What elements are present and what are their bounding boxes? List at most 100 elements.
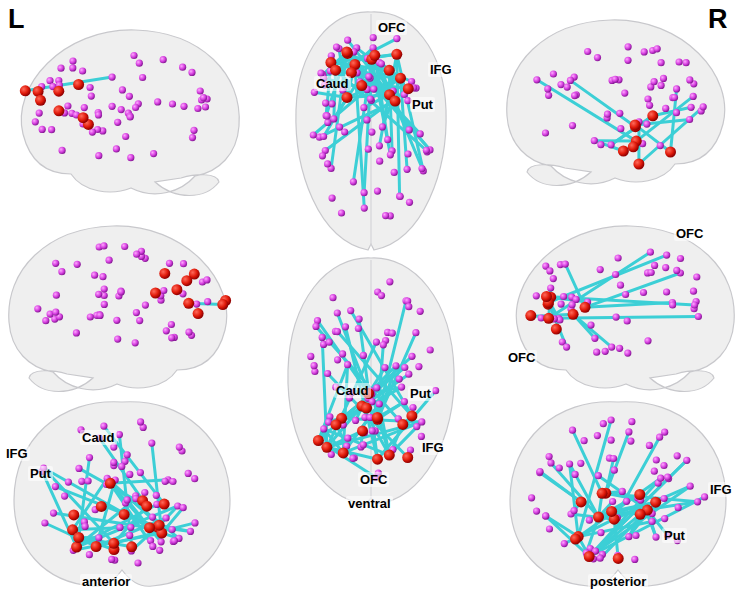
roi-node (78, 478, 85, 485)
roi-node-red (119, 509, 130, 520)
roi-node-red (618, 146, 629, 157)
roi-node-red (635, 509, 646, 520)
roi-node (370, 86, 377, 93)
connectivity-line (351, 311, 412, 416)
roi-node (106, 257, 113, 264)
roi-node (185, 470, 192, 477)
roi-node (180, 103, 187, 110)
roi-node (113, 317, 120, 324)
roi-node (39, 126, 46, 133)
roi-node (373, 384, 380, 391)
roi-node (616, 110, 623, 117)
ventral-brain (288, 258, 454, 504)
roi-node (379, 123, 386, 130)
roi-node (663, 288, 670, 295)
roi-node (342, 323, 349, 330)
roi-node (691, 301, 698, 308)
connectivity-line (77, 499, 136, 547)
roi-node (116, 431, 123, 438)
roi-node-red (633, 159, 644, 170)
roi-node (690, 288, 697, 295)
roi-node (91, 272, 98, 279)
roi-node (688, 104, 695, 111)
roi-node (200, 94, 207, 101)
roi-node (324, 370, 331, 377)
roi-node (148, 440, 155, 447)
roi-node (389, 330, 396, 337)
roi-node (52, 260, 59, 267)
roi-node (370, 34, 377, 41)
roi-node (380, 341, 387, 348)
roi-node (180, 504, 187, 511)
roi-node (109, 74, 116, 81)
roi-node-red (647, 110, 658, 121)
roi-node (644, 337, 651, 344)
roi-node (176, 444, 183, 451)
roi-node-red (171, 284, 182, 295)
roi-node (338, 209, 345, 216)
roi-node (374, 188, 381, 195)
roi-node-red (576, 496, 587, 507)
region-label: IFG (420, 440, 446, 455)
roi-node (127, 113, 134, 120)
roi-node (396, 193, 403, 200)
roi-node (319, 334, 326, 341)
roi-node (330, 115, 337, 122)
roi-node (339, 350, 346, 357)
roi-node (608, 416, 615, 423)
roi-node (687, 483, 694, 490)
roi-node (121, 243, 128, 250)
roi-node (334, 356, 341, 363)
roi-node (533, 76, 540, 83)
connectivity-line (589, 486, 690, 556)
connectivity-line (364, 59, 372, 192)
roi-node (312, 323, 319, 330)
roi-node (61, 493, 68, 500)
roi-node (365, 146, 372, 153)
roi-node (360, 352, 367, 359)
roi-node (624, 317, 631, 324)
roi-node (127, 524, 134, 531)
roi-node (127, 113, 134, 120)
roi-node-red (356, 80, 367, 91)
roi-node (661, 429, 668, 436)
roi-node (646, 102, 653, 109)
roi-node (65, 479, 72, 486)
roi-node (602, 348, 609, 355)
roi-node (546, 525, 553, 532)
roi-node (378, 60, 385, 67)
roi-node (160, 56, 167, 63)
connectivity-line (639, 107, 703, 164)
roi-node-red (403, 83, 414, 94)
roi-node (415, 363, 422, 370)
roi-node (87, 84, 94, 91)
roi-node-red (181, 275, 192, 286)
roi-node (376, 158, 383, 165)
roi-node-red (20, 85, 31, 96)
connectivity-line (73, 478, 108, 529)
roi-node (660, 462, 667, 469)
roi-node-red (580, 302, 591, 313)
roi-node-red (96, 501, 107, 512)
roi-node (101, 301, 108, 308)
roi-node (141, 489, 148, 496)
roi-node-red (217, 299, 228, 310)
region-label: anterior (80, 574, 132, 589)
roi-node (311, 362, 318, 369)
connectivity-line (570, 80, 635, 126)
roi-node-red (71, 542, 82, 553)
roi-node (360, 104, 367, 111)
roi-node (610, 455, 617, 462)
region-label: Caud (314, 76, 351, 91)
roi-node (528, 494, 535, 501)
roi-node (57, 65, 64, 72)
roi-node-red (73, 79, 84, 90)
roi-node (81, 104, 88, 111)
roi-node-red (342, 92, 353, 103)
roi-node (190, 127, 197, 134)
roi-node (153, 492, 160, 499)
roi-node-red (551, 324, 562, 335)
roi-node (647, 249, 654, 256)
region-label: OFC (358, 472, 389, 487)
region-label: posterior (588, 574, 648, 589)
